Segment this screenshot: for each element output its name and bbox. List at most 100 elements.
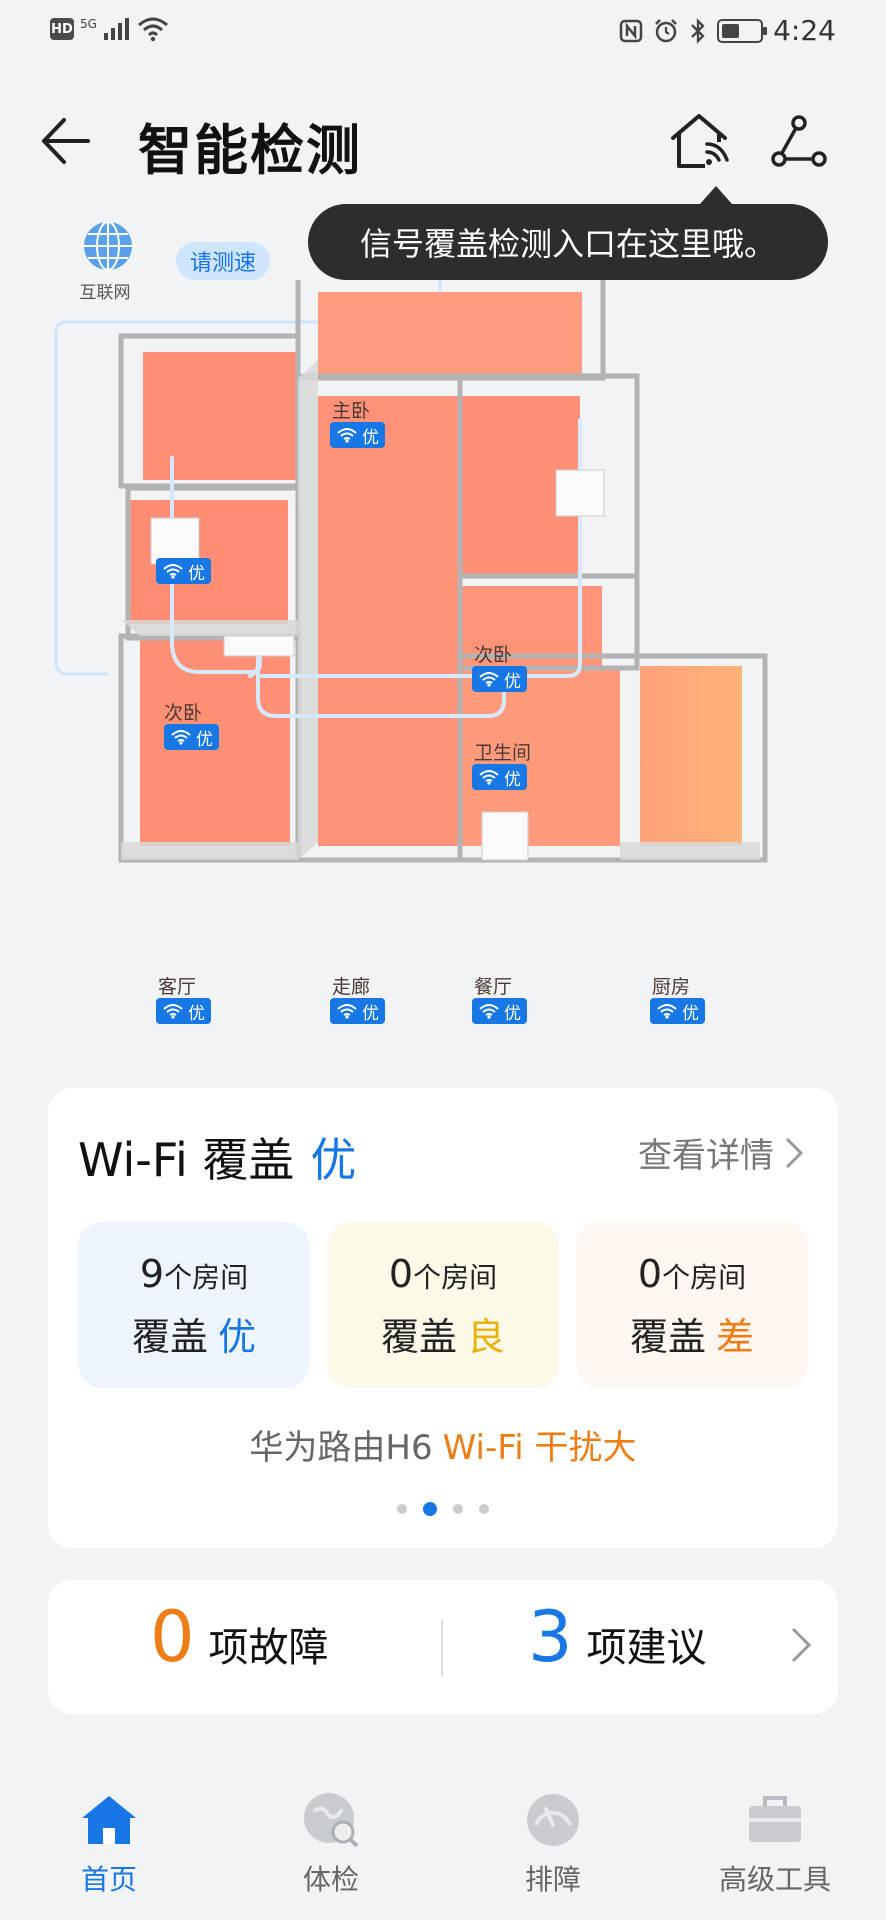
faults-count: 0	[150, 1596, 195, 1678]
stat-label: 覆盖优	[78, 1306, 310, 1361]
page-dot[interactable]	[423, 1502, 437, 1516]
wifi-icon	[337, 1004, 357, 1019]
room-quality-badge[interactable]: 优	[472, 666, 527, 692]
stat-label: 覆盖良	[327, 1306, 559, 1361]
troubleshoot-icon	[527, 1794, 579, 1846]
nav-checkup[interactable]: 体检	[246, 1790, 416, 1898]
room-quality-badge[interactable]: 优	[330, 422, 385, 448]
nav-label: 体检	[302, 1863, 359, 1896]
topology-button[interactable]	[760, 102, 838, 180]
suggestions-label: 项建议	[586, 1625, 707, 1671]
suggestions-count: 3	[528, 1596, 573, 1678]
coverage-tooltip[interactable]: 信号覆盖检测入口在这里哦。	[308, 186, 828, 280]
room-label: 餐厅	[474, 976, 513, 998]
room-quality-badge[interactable]: 优	[330, 998, 385, 1024]
stat-count: 9个房间	[78, 1252, 310, 1296]
diagnosis-summary[interactable]: 0 项故障 3 项建议	[48, 1580, 838, 1714]
chevron-right-icon	[785, 1137, 804, 1168]
coverage-stat-excellent[interactable]: 9个房间 覆盖优	[78, 1222, 310, 1388]
stat-count-number: 9	[139, 1252, 165, 1296]
nav-label: 高级工具	[718, 1863, 831, 1896]
nav-home[interactable]: 首页	[24, 1790, 194, 1898]
page-dot[interactable]	[453, 1504, 463, 1514]
coverage-stat-poor[interactable]: 0个房间 覆盖差	[576, 1222, 808, 1388]
stat-cover-word: 覆盖	[380, 1315, 457, 1359]
coverage-floor-map: 主卧 优 优 次卧 优 次卧 优 卫生间 优 客厅 优 走廊 优 餐厅 优 厨房…	[0, 257, 886, 1070]
page-dot[interactable]	[397, 1504, 407, 1514]
faults-label: 项故障	[208, 1625, 329, 1671]
battery-icon	[717, 18, 768, 43]
status-bar: HD 5G 4:24	[0, 0, 886, 66]
room-quality: 优	[362, 1003, 379, 1024]
wifi-icon	[657, 1004, 677, 1019]
nfc-icon	[619, 19, 643, 42]
room-quality: 优	[504, 769, 521, 790]
page-dot[interactable]	[479, 1504, 489, 1514]
network-type: 5G	[80, 17, 97, 31]
room-quality-badge[interactable]: 优	[156, 998, 211, 1024]
room-quality-badge[interactable]: 优	[472, 998, 527, 1024]
stat-grade: 差	[716, 1315, 755, 1359]
room-label: 客厅	[158, 976, 197, 998]
coverage-grade: 优	[310, 1133, 357, 1187]
nav-troubleshoot[interactable]: 排障	[468, 1790, 638, 1898]
room-label: 次卧	[164, 702, 203, 724]
speed-test-button[interactable]: 请测速	[176, 242, 271, 280]
room-label: 厨房	[652, 976, 691, 998]
room-quality: 优	[504, 671, 521, 692]
view-details-label: 查看详情	[638, 1136, 774, 1176]
stat-unit: 个房间	[413, 1261, 498, 1294]
suggestions-summary[interactable]: 3 项建议	[528, 1596, 707, 1678]
interference-device: 华为路由H6	[249, 1428, 433, 1468]
internet-node[interactable]: 互联网	[78, 220, 138, 303]
room-quality-badge[interactable]: 优	[156, 558, 211, 584]
faults-summary[interactable]: 0 项故障	[150, 1596, 329, 1678]
topology-icon	[771, 115, 827, 167]
coverage-title-text: Wi-Fi 覆盖	[78, 1133, 295, 1187]
room-label: 主卧	[332, 400, 371, 422]
stat-cover-word: 覆盖	[629, 1315, 706, 1359]
stat-count: 0个房间	[576, 1252, 808, 1296]
alarm-icon	[655, 18, 677, 42]
room-quality-badge[interactable]: 优	[164, 724, 219, 750]
signal-icon	[103, 18, 129, 40]
coverage-card: Wi-Fi 覆盖优 查看详情 9个房间 覆盖优 0个房间 覆盖良 0个房间 覆盖…	[48, 1088, 838, 1548]
chevron-right-icon	[791, 1627, 812, 1663]
room-quality-badge[interactable]: 优	[472, 764, 527, 790]
stat-count-number: 0	[388, 1252, 414, 1296]
back-button[interactable]	[30, 106, 100, 176]
nav-label: 首页	[80, 1863, 137, 1896]
wifi-icon	[479, 1004, 499, 1019]
room-label: 走廊	[332, 976, 371, 998]
signal-coverage-button[interactable]	[660, 102, 738, 180]
view-details-button[interactable]: 查看详情	[638, 1128, 804, 1177]
internet-label: 互联网	[79, 283, 131, 303]
home-wifi-icon	[671, 114, 729, 168]
coverage-stat-good[interactable]: 0个房间 覆盖良	[327, 1222, 559, 1388]
divider	[441, 1620, 443, 1676]
stat-cover-word: 覆盖	[131, 1315, 208, 1359]
floor-plan-drawing	[54, 257, 768, 863]
room-label: 次卧	[474, 644, 513, 666]
coverage-title: Wi-Fi 覆盖优	[78, 1124, 356, 1190]
room-quality: 优	[682, 1003, 699, 1024]
toolbox-icon	[749, 1796, 801, 1842]
room-label: 卫生间	[474, 742, 532, 764]
summary-chevron[interactable]	[790, 1626, 812, 1668]
globe-icon	[84, 221, 132, 271]
room-quality: 优	[188, 1003, 205, 1024]
page-title: 智能检测	[138, 119, 362, 182]
wifi-icon	[171, 730, 191, 745]
wifi-icon	[479, 672, 499, 687]
room-quality: 优	[504, 1003, 521, 1024]
room-quality: 优	[196, 729, 213, 750]
nav-advanced-tools[interactable]: 高级工具	[690, 1790, 860, 1898]
app-header: 智能检测	[0, 84, 886, 194]
room-quality-badge[interactable]: 优	[650, 998, 705, 1024]
wifi-icon	[163, 1004, 183, 1019]
stat-unit: 个房间	[662, 1261, 747, 1294]
interference-warning: Wi-Fi 干扰大	[442, 1428, 637, 1468]
room-quality: 优	[188, 563, 205, 584]
home-icon	[82, 1796, 136, 1844]
